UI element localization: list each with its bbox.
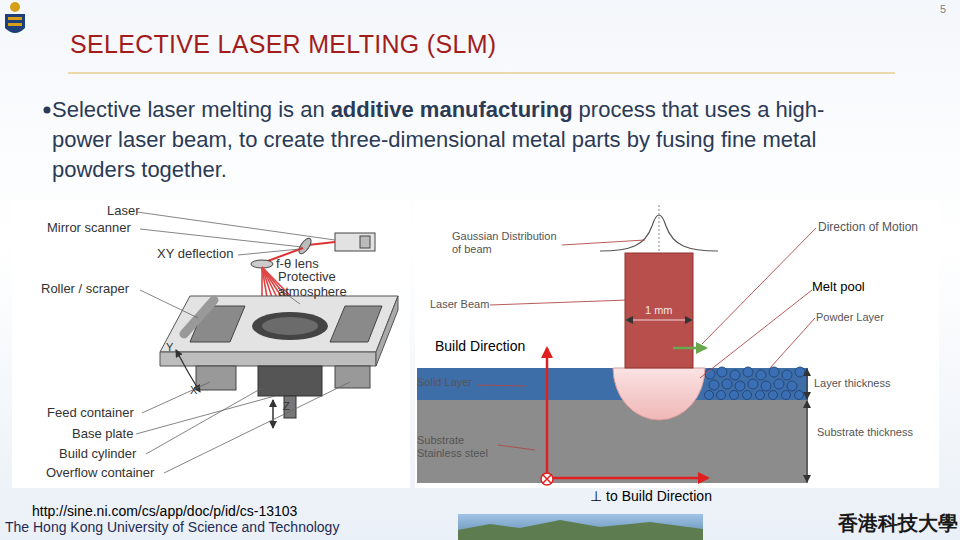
part-label: Direction of Motion — [818, 221, 918, 235]
part-label: Layer thickness — [814, 377, 890, 390]
laser-ray — [308, 242, 335, 245]
laser-beam — [625, 253, 693, 368]
solid-layer — [417, 368, 808, 400]
part-label: Melt pool — [812, 280, 865, 295]
part-label: Gaussian Distribution of beam — [452, 230, 560, 255]
part-label: Protective atmosphere — [278, 270, 358, 300]
out-of-plane-axis — [541, 473, 553, 485]
image-panel — [12, 200, 410, 488]
logo-part — [8, 17, 22, 20]
part-label: Powder Layer — [816, 311, 884, 324]
feed-container — [196, 366, 236, 390]
beam-axis — [659, 205, 660, 252]
logo-part — [5, 14, 25, 33]
part-label: Substrate Stainless steel — [417, 434, 497, 459]
part-label: Base plate — [72, 427, 133, 442]
slide-title: SELECTIVE LASER MELTING (SLM) — [70, 30, 496, 59]
overflow-container — [335, 366, 370, 388]
piston — [284, 396, 296, 418]
out-of-plane-axis — [543, 475, 551, 483]
footer-logo-text: 香港科技大學 — [838, 512, 958, 535]
f-theta-lens — [251, 260, 273, 268]
part-label: Build cylinder — [59, 447, 136, 462]
axis-label: ⊥ to Build Direction — [590, 488, 712, 504]
body-text: Selective laser melting is an — [52, 97, 325, 122]
bold-term: additive manufacturing — [331, 97, 573, 122]
part-label: Feed container — [47, 406, 134, 421]
bullet-dot — [44, 107, 51, 114]
part-label: Overflow container — [46, 466, 154, 481]
build-part — [262, 317, 318, 335]
dimension-line — [626, 320, 692, 321]
build-cylinder — [252, 312, 328, 340]
perpendicular-axis — [547, 477, 708, 480]
axis-label: X — [190, 384, 197, 397]
axis-label: Build Direction — [435, 338, 525, 354]
campus-photo — [458, 520, 703, 540]
part-label: XY deflection — [157, 247, 233, 262]
axis-label: Z — [283, 400, 290, 413]
motion-arrow — [673, 347, 706, 350]
melt-schematic — [417, 205, 816, 485]
part-label: Mirror scanner — [47, 221, 131, 236]
part-label: Substrate thickness — [817, 426, 913, 439]
leader-lines — [136, 212, 350, 473]
logo-part — [10, 2, 20, 12]
part-label: Laser Beam — [430, 298, 489, 311]
roller — [184, 300, 214, 334]
build-cylinder — [258, 366, 322, 396]
y-axis — [176, 350, 188, 372]
dimension-label: 1 mm — [645, 304, 673, 317]
overflow-slot — [330, 306, 382, 342]
slm-machine — [160, 233, 398, 428]
mirror — [297, 236, 314, 255]
powder-particles — [705, 367, 806, 400]
laser-box — [360, 236, 370, 248]
machine-bed — [160, 296, 398, 352]
axis-label: Y — [166, 341, 173, 354]
z-axis — [272, 400, 274, 428]
thickness-arrow — [807, 369, 808, 399]
university-logo — [5, 2, 25, 33]
thickness-arrow — [807, 401, 808, 482]
part-label: Solid Layer — [417, 376, 472, 389]
laser-box — [335, 233, 375, 251]
campus-photo — [458, 514, 703, 540]
image-panel — [415, 200, 939, 488]
part-label: Roller / scraper — [41, 282, 129, 297]
machine-bed — [160, 352, 376, 366]
page-number: 5 — [940, 3, 946, 16]
leader-lines — [478, 228, 816, 450]
bullet-text: Selective laser melting is anadditive ma… — [52, 95, 867, 185]
title-rule — [68, 72, 895, 73]
logo-part — [8, 23, 22, 26]
part-label: Laser — [107, 204, 140, 219]
source-url: http://sine.ni.com/cs/app/doc/p/id/cs-13… — [32, 503, 297, 519]
substrate — [417, 400, 808, 483]
build-axis — [546, 348, 549, 478]
melt-pool — [613, 368, 705, 420]
footer-text: The Hong Kong University of Science and … — [5, 519, 339, 535]
